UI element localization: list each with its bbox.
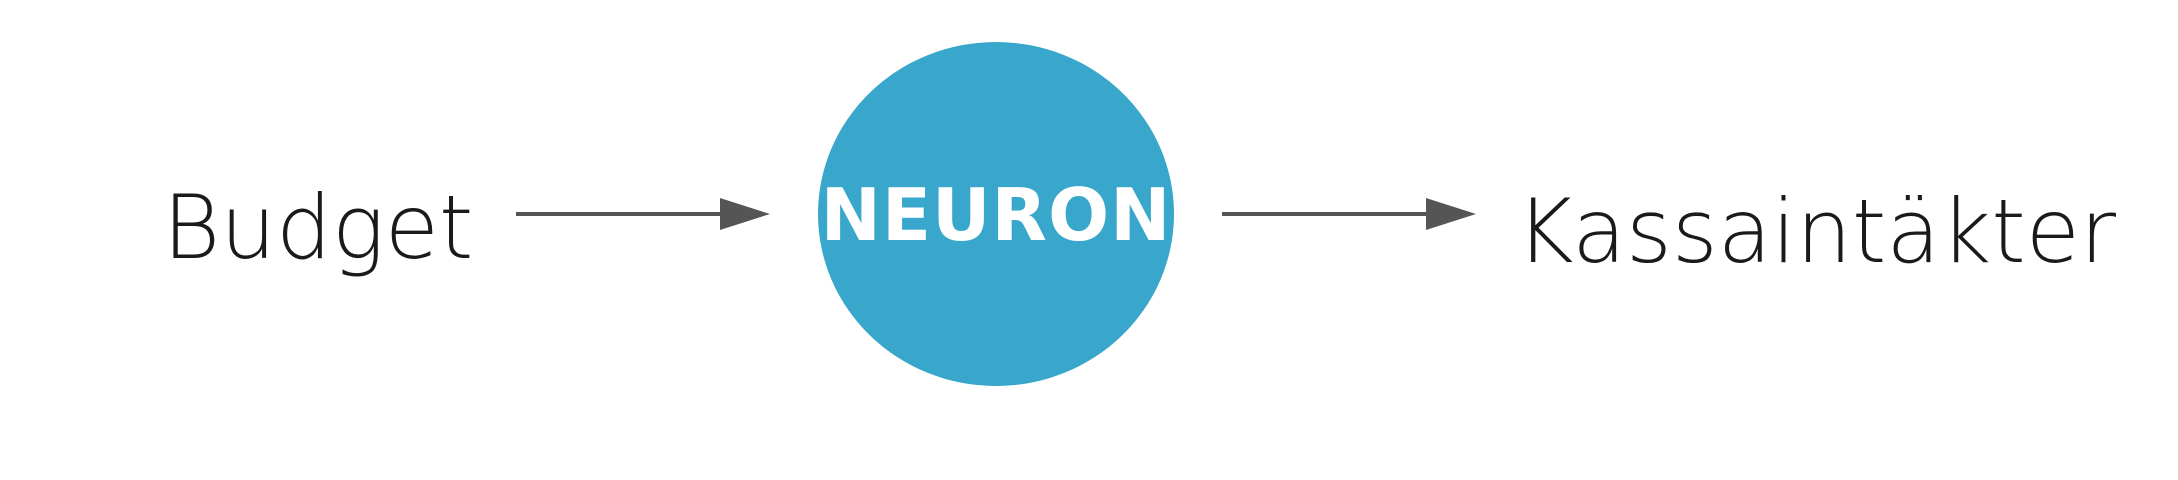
input-arrow	[516, 198, 770, 230]
output-arrow	[1222, 198, 1476, 230]
neuron-label: NEURON	[821, 173, 1172, 257]
neuron-node: NEURON	[818, 42, 1174, 386]
input-arrow-head	[720, 198, 770, 230]
neuron-circle	[818, 42, 1174, 386]
input-label: Budget	[163, 176, 474, 279]
output-arrow-head	[1426, 198, 1476, 230]
output-label: Kassaintäkter	[1516, 180, 2117, 283]
